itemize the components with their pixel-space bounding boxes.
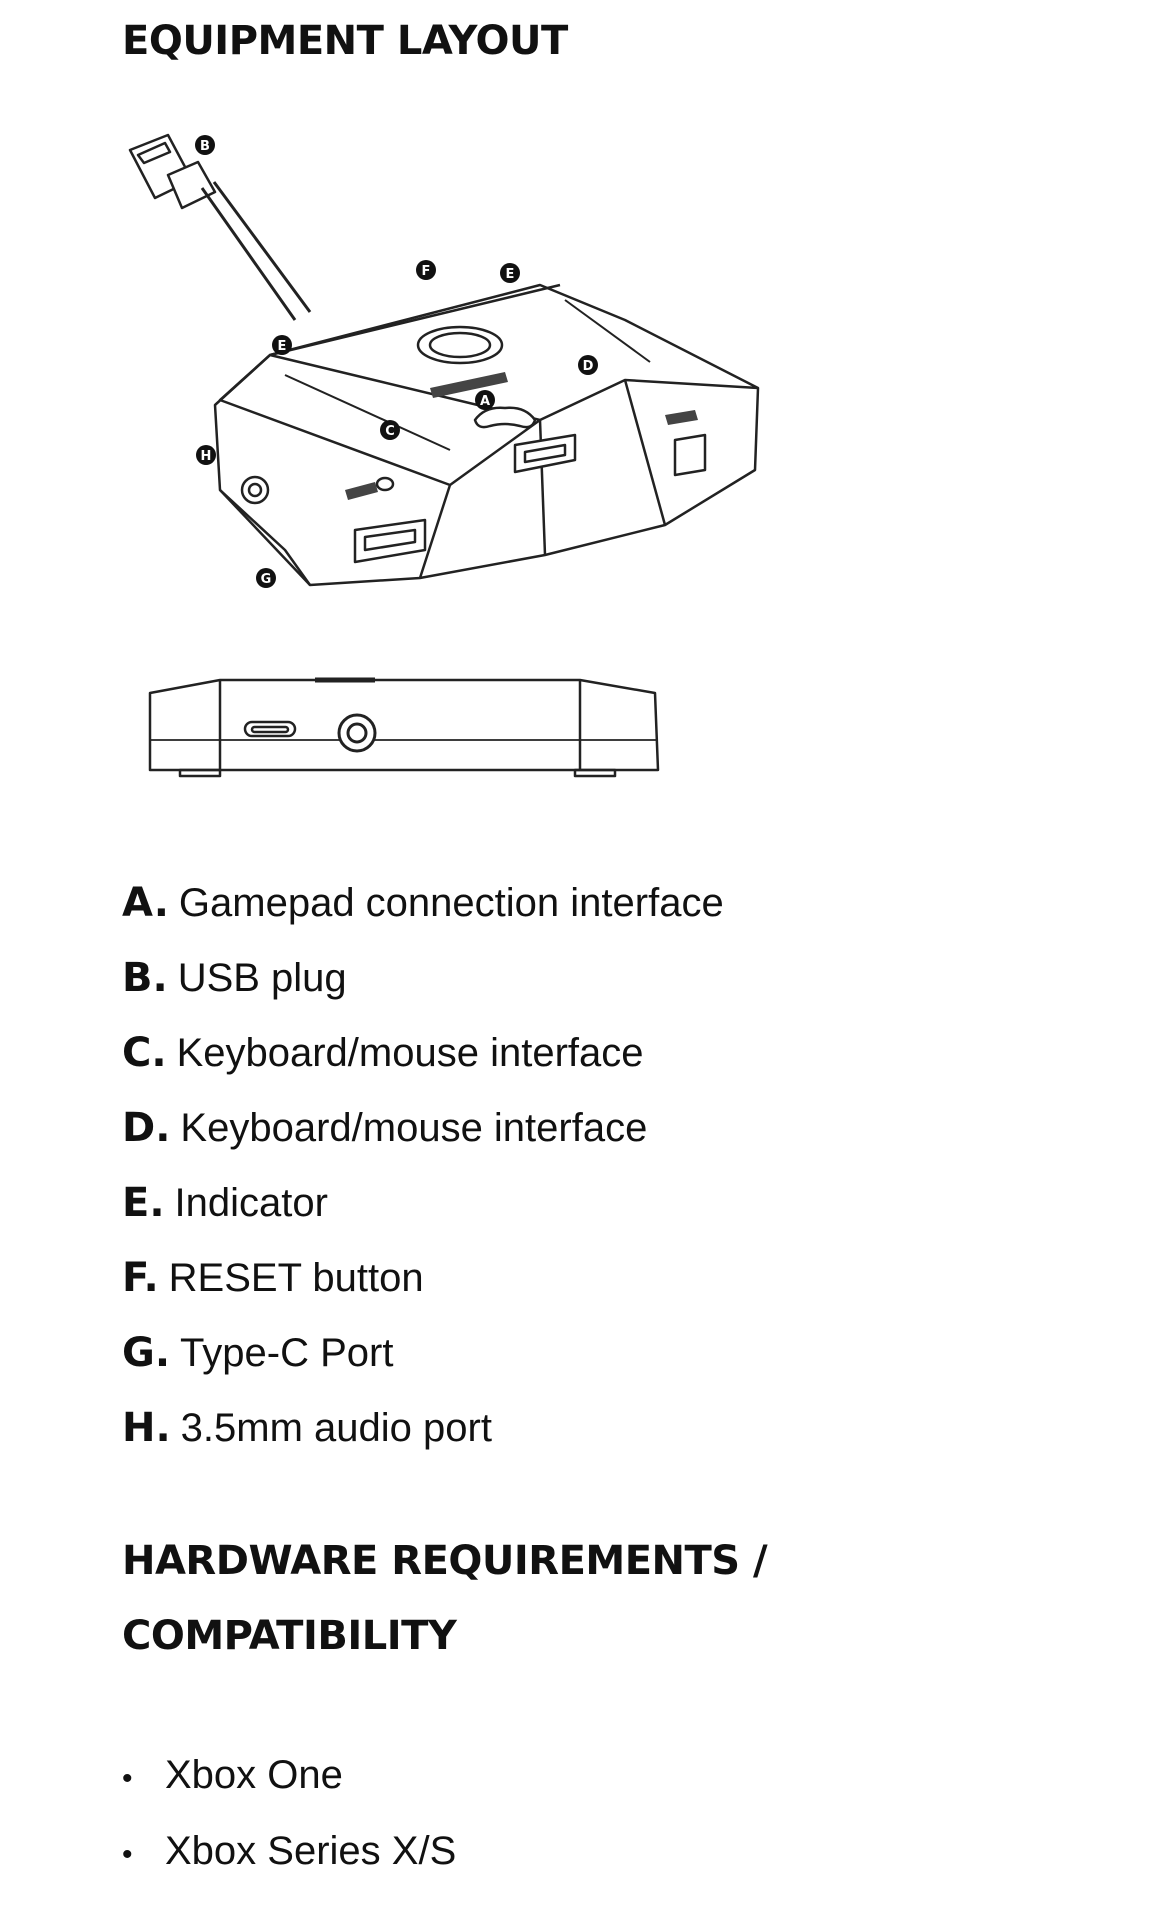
callout-c-label: C (385, 424, 395, 439)
callout-f-label: F (422, 264, 431, 279)
legend-text: Keyboard/mouse interface (176, 1031, 644, 1075)
bullet-icon: • (122, 1762, 133, 1795)
legend-item: G.Type-C Port (122, 1328, 724, 1403)
callout-h-marker (196, 445, 216, 465)
legend-text: Keyboard/mouse interface (180, 1106, 648, 1150)
callout-e-marker (272, 335, 292, 355)
bullet-icon: • (122, 1838, 133, 1871)
compatibility-list: • Xbox One • Xbox Series X/S (122, 1750, 456, 1902)
legend-text: 3.5mm audio port (180, 1406, 492, 1450)
callout-a-label: A (480, 394, 490, 409)
legend-item: D.Keyboard/mouse interface (122, 1103, 724, 1178)
callout-e-marker (500, 263, 520, 283)
legend-item: F.RESET button (122, 1253, 724, 1328)
legend-text: Indicator (174, 1181, 328, 1225)
callout-markers: A B C D E E F G H (195, 135, 598, 588)
usb-plug-illustration (128, 133, 312, 321)
callout-e-label: E (506, 267, 515, 282)
device-side-view (148, 677, 660, 778)
legend-item: C.Keyboard/mouse interface (122, 1028, 724, 1103)
legend-text: RESET button (168, 1256, 424, 1300)
callout-e-label: E (278, 339, 287, 354)
section-title-compatibility: COMPATIBILITY (122, 1613, 457, 1659)
legend-text: USB plug (177, 956, 347, 1000)
legend-letter: E. (122, 1180, 165, 1226)
callout-g-label: G (261, 572, 272, 587)
device-top-view (213, 283, 760, 587)
list-item-text: Xbox Series X/S (165, 1829, 457, 1873)
equipment-diagram: A B C D E E F G H (128, 133, 760, 778)
callout-d-marker (578, 355, 598, 375)
legend-letter: H. (122, 1405, 171, 1451)
list-item: • Xbox Series X/S (122, 1826, 456, 1902)
callout-g-marker (256, 568, 276, 588)
callout-c-marker (380, 420, 400, 440)
legend-item: E.Indicator (122, 1178, 724, 1253)
callout-h-label: H (201, 449, 212, 464)
list-item: • Xbox One (122, 1750, 456, 1826)
list-item-text: Xbox One (165, 1753, 343, 1797)
legend-letter: F. (122, 1255, 159, 1301)
callout-b-marker (195, 135, 215, 155)
legend-letter: A. (122, 880, 169, 926)
legend-letter: G. (122, 1330, 171, 1376)
legend-item: B.USB plug (122, 953, 724, 1028)
callout-a-marker (475, 390, 495, 410)
section-title-equipment-layout: EQUIPMENT LAYOUT (122, 18, 568, 64)
callout-b-label: B (200, 139, 210, 154)
legend-item: A.Gamepad connection interface (122, 878, 724, 953)
equipment-legend: A.Gamepad connection interface B.USB plu… (122, 878, 724, 1478)
legend-text: Type-C Port (180, 1331, 394, 1375)
section-title-hardware-requirements: HARDWARE REQUIREMENTS / (122, 1538, 768, 1584)
callout-d-label: D (583, 359, 594, 374)
legend-letter: B. (122, 955, 168, 1001)
legend-letter: D. (122, 1105, 171, 1151)
callout-f-marker (416, 260, 436, 280)
legend-item: H.3.5mm audio port (122, 1403, 724, 1478)
legend-text: Gamepad connection interface (178, 881, 724, 925)
legend-letter: C. (122, 1030, 167, 1076)
